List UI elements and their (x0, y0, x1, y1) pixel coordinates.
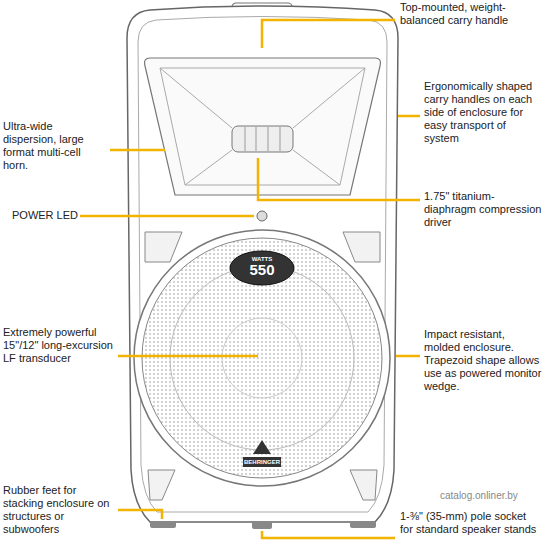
callout-label: Impact resistant, molded enclosure. Trap… (424, 328, 542, 393)
callout-label: Rubber feet for stacking enclosure on st… (3, 484, 115, 536)
callout-label: 1.75" titanium-diaphragm compression dri… (424, 190, 542, 229)
callout-label: Top-mounted, weight-balanced carry handl… (400, 1, 540, 27)
callout-label: 1-⅜" (35-mm) pole socket for standard sp… (400, 510, 542, 536)
badge-number: 550 (240, 262, 284, 278)
watermark: catalog.onliner.by (440, 490, 540, 502)
callout-label: Extremely powerful 15"/12" long-excursio… (3, 326, 115, 365)
callout-label: POWER LED (12, 209, 82, 222)
callout-label: Ergonomically shaped carry handles on ea… (424, 80, 542, 145)
callout-label: Ultra-wide dispersion, large format mult… (3, 120, 108, 172)
brand-logo: BEHRINGER (240, 458, 284, 466)
